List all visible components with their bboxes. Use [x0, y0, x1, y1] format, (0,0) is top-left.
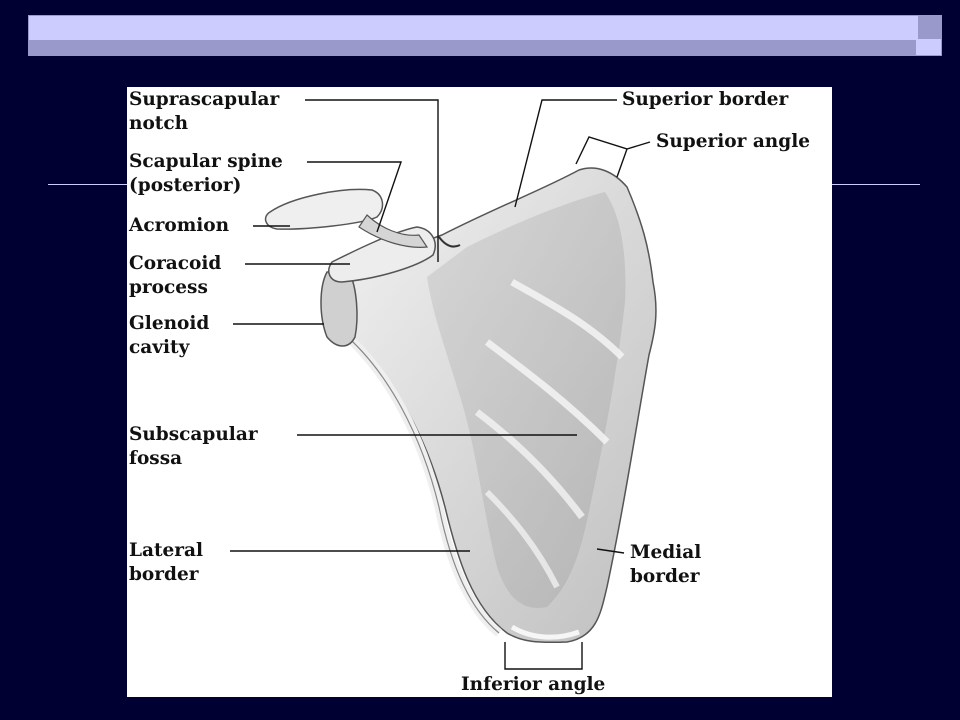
label-coracoid-process: Coracoid process [129, 253, 222, 298]
label-glenoid-cavity: Glenoid cavity [129, 313, 210, 358]
label-acromion: Acromion [129, 215, 230, 236]
leader-suprascapular-notch [305, 99, 439, 262]
rule-line-left [48, 184, 128, 185]
label-superior-border: Superior border [622, 89, 789, 110]
scapula-illustration [230, 99, 657, 670]
label-superior-angle: Superior angle [656, 131, 810, 152]
leader-scapular-spine [307, 161, 402, 233]
glenoid [320, 271, 358, 347]
notch [438, 236, 461, 248]
label-inferior-angle: Inferior angle [461, 674, 606, 695]
label-lateral-border: Lateral border [129, 540, 204, 585]
leader-superior-angle-bracket [575, 136, 628, 178]
title-bar [28, 15, 942, 56]
leader-superior-border [514, 99, 617, 208]
scapula-figure: Suprascapular notch Scapular spine (post… [127, 87, 832, 697]
label-suprascapular-notch: Suprascapular notch [129, 89, 280, 134]
label-subscapular-fossa: Subscapular fossa [129, 424, 258, 469]
leader-inferior-angle [504, 642, 583, 670]
title-bar-stripe [29, 40, 916, 55]
title-bar-square [917, 16, 941, 40]
ridge-1 [510, 278, 625, 360]
scapular-spine [358, 214, 429, 248]
ridge-3 [474, 409, 585, 520]
label-scapular-spine: Scapular spine (posterior) [129, 151, 283, 196]
label-medial-border: Medial border [630, 542, 702, 587]
leader-medial-border [596, 548, 625, 554]
leader-superior-angle [626, 141, 651, 150]
rule-line-right [832, 184, 920, 185]
ridge-4 [484, 489, 560, 589]
acromion [264, 188, 384, 230]
ridge-2 [484, 339, 610, 445]
leader-lines [230, 99, 651, 670]
